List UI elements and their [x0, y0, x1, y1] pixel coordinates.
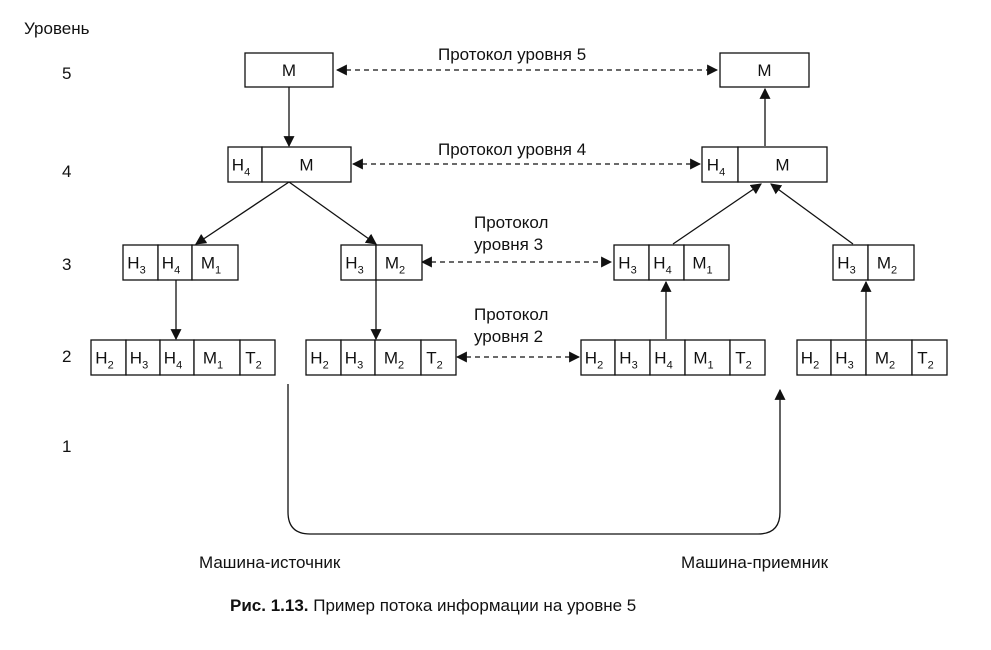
figure-caption-text: Пример потока информации на уровне 5	[309, 596, 637, 615]
trailer-cell-label: T2	[917, 349, 934, 372]
receiver-level-4-packet: H4 M	[701, 146, 828, 183]
receiver-level-5-message: M	[719, 52, 810, 88]
message-cell-label: M	[757, 61, 771, 80]
packet-cell-border	[157, 244, 193, 281]
message-cell-label: M	[775, 156, 789, 175]
header-cell-label: H3	[345, 349, 363, 372]
packet-cell-border	[737, 146, 828, 183]
header-cell-label: H2	[585, 349, 603, 372]
packet-cell-border	[729, 339, 766, 376]
trailer-cell-label: T2	[426, 349, 443, 372]
source-arrow-4-to-3a	[195, 181, 290, 245]
receiver-machine-label: Машина-приемник	[681, 553, 829, 572]
packet-cell-border	[261, 146, 352, 183]
packet-cell-border	[684, 339, 731, 376]
packet-cell-border	[159, 339, 195, 376]
source-arrow-4-to-3b	[288, 181, 377, 245]
message-cell-label: M	[282, 61, 296, 80]
figure-caption-label: Рис. 1.13.	[230, 596, 309, 615]
packet-cell-border	[614, 339, 651, 376]
header-cell-label: H3	[619, 349, 637, 372]
message-cell-label: M1	[201, 254, 221, 277]
packet-cell-border	[374, 339, 422, 376]
source-level-4-packet: H4 M	[227, 146, 352, 183]
header-cell-label: H4	[653, 254, 671, 277]
packet-cell-border	[649, 339, 686, 376]
header-cell-label: H3	[835, 349, 853, 372]
header-cell-label: H3	[127, 254, 145, 277]
packet-cell-border	[796, 339, 832, 376]
receiver-arrow-3b-to-4	[770, 183, 854, 245]
packet-cell-border	[375, 244, 423, 281]
source-machine-label: Машина-источник	[199, 553, 341, 572]
header-cell-label: H2	[95, 349, 113, 372]
figure-caption: Рис. 1.13. Пример потока информации на у…	[230, 596, 636, 615]
protocol-level-2-label-line2: уровня 2	[474, 327, 543, 346]
receiver-level-2-frame-2: H2 H3 M2 T2	[796, 339, 948, 376]
header-cell-label: H3	[618, 254, 636, 277]
header-cell-label: H2	[310, 349, 328, 372]
protocol-level-4-label: Протокол уровня 4	[438, 140, 586, 159]
message-cell-label: M2	[877, 254, 897, 277]
protocol-level-3-label-line2: уровня 3	[474, 235, 543, 254]
level-2-label: 2	[62, 347, 71, 366]
receiver-level-2-frame-1: H2 H3 H4 M1 T2	[580, 339, 766, 376]
source-level-5-message: M	[244, 52, 334, 88]
message-cell-label: M2	[385, 254, 405, 277]
levels-heading: Уровень	[24, 19, 90, 38]
header-cell-label: H3	[130, 349, 148, 372]
message-cell-label: M1	[692, 254, 712, 277]
header-cell-label: H3	[345, 254, 363, 277]
protocol-level-3-label-line1: Протокол	[474, 213, 548, 232]
packet-cell-border	[683, 244, 730, 281]
packet-cell-border	[865, 339, 913, 376]
packet-cell-border	[193, 339, 241, 376]
message-cell-label: M2	[384, 349, 404, 372]
header-cell-label: H4	[232, 156, 250, 179]
message-cell-label: M1	[203, 349, 223, 372]
packet-cell-border	[244, 52, 334, 88]
header-cell-label: H4	[654, 349, 672, 372]
message-cell-label: M1	[693, 349, 713, 372]
message-cell-label: M2	[875, 349, 895, 372]
packet-cell-border	[867, 244, 915, 281]
protocol-level-5-label: Протокол уровня 5	[438, 45, 586, 64]
level-1-label: 1	[62, 437, 71, 456]
receiver-arrow-3a-to-4	[672, 183, 762, 245]
source-level-3-packet-2: H3 M2	[340, 244, 423, 281]
packet-cell-border	[239, 339, 276, 376]
header-cell-label: H3	[837, 254, 855, 277]
protocol-level-2-label-line1: Протокол	[474, 305, 548, 324]
level-4-label: 4	[62, 162, 71, 181]
packet-cell-border	[122, 244, 159, 281]
packet-cell-border	[580, 339, 616, 376]
header-cell-label: H4	[162, 254, 180, 277]
packet-cell-border	[90, 339, 127, 376]
trailer-cell-label: T2	[735, 349, 752, 372]
receiver-level-3-packet-2: H3 M2	[832, 244, 915, 281]
trailer-cell-label: T2	[245, 349, 262, 372]
packet-cell-border	[420, 339, 457, 376]
source-level-3-packet-1: H3 H4 M1	[122, 244, 239, 281]
level-5-label: 5	[62, 64, 71, 83]
header-cell-label: H4	[707, 156, 725, 179]
packet-cell-border	[911, 339, 948, 376]
header-cell-label: H2	[801, 349, 819, 372]
packet-cell-border	[191, 244, 239, 281]
physical-medium-path	[287, 384, 786, 535]
header-cell-label: H4	[164, 349, 182, 372]
message-cell-label: M	[299, 156, 313, 175]
packet-cell-border	[719, 52, 810, 88]
source-level-2-frame-1: H2 H3 H4 M1 T2	[90, 339, 276, 376]
packet-cell-border	[227, 146, 263, 183]
receiver-level-3-packet-1: H3 H4 M1	[613, 244, 730, 281]
source-level-2-frame-2: H2 H3 M2 T2	[305, 339, 457, 376]
level-3-label: 3	[62, 255, 71, 274]
